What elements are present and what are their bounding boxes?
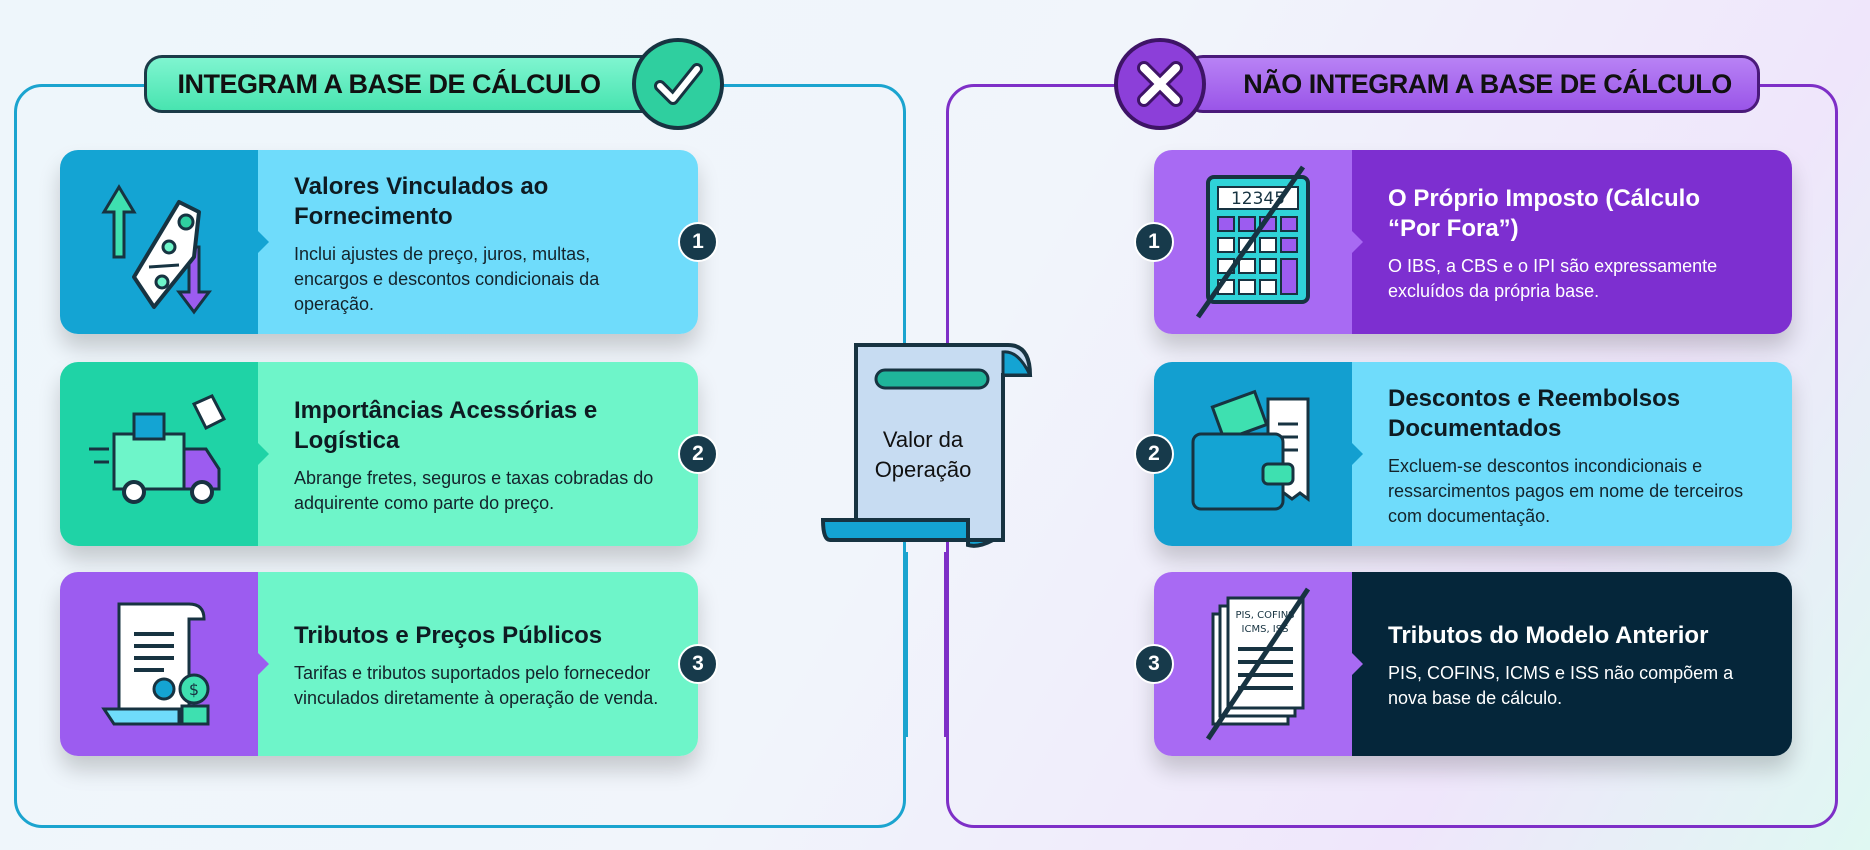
card-description: Excluem-se descontos incondicionais e re… xyxy=(1388,455,1744,526)
card-description: PIS, COFINS, ICMS e ISS não compõem a no… xyxy=(1388,663,1734,708)
card-title: O Próprio Imposto (Cálculo “Por Fora”) xyxy=(1388,185,1701,242)
card-title: Descontos e Reembolsos Documentados xyxy=(1388,384,1681,442)
number-badge: 3 xyxy=(678,644,718,684)
wallet-receipt-icon xyxy=(1154,362,1352,546)
x-icon xyxy=(1114,38,1206,130)
number-badge: 1 xyxy=(1134,222,1174,262)
number-badge: 1 xyxy=(678,222,718,262)
check-icon xyxy=(632,38,724,130)
nao-integram-header: NÃO INTEGRAM A BASE DE CÁLCULO xyxy=(1185,55,1760,113)
card-description: Inclui ajustes de preço, juros, multas, … xyxy=(294,243,600,314)
card-title: Tributos e Preços Públicos xyxy=(294,622,603,649)
card-title: Valores Vinculados ao Fornecimento xyxy=(294,172,549,230)
svg-text:PIS, COFINS: PIS, COFINS xyxy=(1235,610,1294,621)
card-title: Tributos do Modelo Anterior xyxy=(1388,622,1709,649)
calculator-crossed-icon: 12345 xyxy=(1154,150,1352,334)
nao-integram-title: NÃO INTEGRAM A BASE DE CÁLCULO xyxy=(1243,68,1732,99)
number-badge: 2 xyxy=(678,434,718,474)
card-tributos-modelo-anterior: PIS, COFINS ICMS, ISS Tributos do Modelo … xyxy=(1134,572,1792,756)
price-tag-arrows-icon xyxy=(60,150,258,334)
certificate-coins-icon: $ xyxy=(60,572,258,756)
delivery-truck-icon xyxy=(60,362,258,546)
scroll-icon xyxy=(820,343,1033,548)
card-title: Importâncias Acessórias e Logística xyxy=(294,397,598,454)
documents-crossed-icon: PIS, COFINS ICMS, ISS xyxy=(1154,572,1352,756)
svg-text:$: $ xyxy=(189,680,199,699)
valor-da-operacao-label: Valor da Operação xyxy=(874,427,972,482)
svg-text:ICMS, ISS: ICMS, ISS xyxy=(1242,624,1289,635)
card-description: Tarifas e tributos suportados pelo forne… xyxy=(294,663,659,708)
card-description: O IBS, a CBS e o IPI são expressamente e… xyxy=(1388,256,1718,301)
connector-line xyxy=(944,552,946,737)
connector-line xyxy=(906,552,908,737)
number-badge: 3 xyxy=(1134,644,1174,684)
integram-title: INTEGRAM A BASE DE CÁLCULO xyxy=(177,68,602,99)
svg-text:12345: 12345 xyxy=(1231,189,1285,209)
integram-header: INTEGRAM A BASE DE CÁLCULO xyxy=(144,55,674,113)
card-proprio-imposto: 12345 O Próprio Imposto (Cálculo “Por Fo… xyxy=(1134,150,1792,334)
number-badge: 2 xyxy=(1134,434,1174,474)
card-description: Abrange fretes, seguros e taxas cobradas… xyxy=(294,468,654,513)
